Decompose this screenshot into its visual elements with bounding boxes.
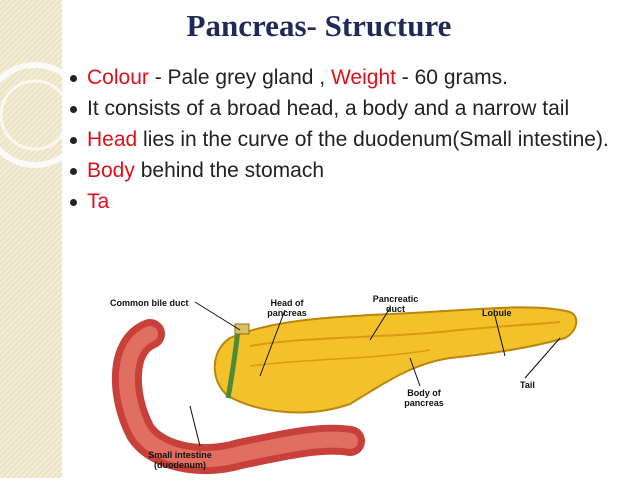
band-divider (62, 0, 64, 478)
colour-label: Colour (87, 66, 149, 89)
label-pancreatic-duct: Pancreatic duct (372, 294, 419, 314)
pancreas-drawing (111, 301, 578, 475)
left-decorative-band (0, 0, 62, 478)
tail-label: Ta (87, 190, 110, 213)
colour-text: - Pale grey gland , (148, 66, 331, 89)
body-text: behind the stomach (134, 159, 324, 182)
consists-text: It consists of a broad head, a body and … (87, 97, 570, 120)
label-lobule: Lobule (482, 308, 512, 318)
head-label: Head (87, 128, 138, 151)
bullet-list: Colour - Pale grey gland , Weight - 60 g… (70, 64, 630, 219)
head-text: lies in the curve of the duodenum(Small … (137, 128, 609, 151)
bullet-tail: Ta (70, 188, 630, 215)
bullet-consists: It consists of a broad head, a body and … (70, 95, 630, 122)
label-small-intestine: Small intestine (duodenum) (148, 450, 212, 470)
decorative-circles (0, 62, 88, 168)
pancreas-illustration: Common bile duct Head of pancreas Pancre… (110, 286, 638, 478)
slide-title: Pancreas- Structure (186, 8, 452, 43)
label-common-bile-duct: Common bile duct (110, 298, 189, 308)
weight-label: Weight (330, 66, 396, 89)
weight-text: - 60 grams. (395, 66, 509, 89)
bullet-colour-weight: Colour - Pale grey gland , Weight - 60 g… (70, 64, 630, 91)
label-head-of-pancreas: Head of pancreas (267, 298, 307, 318)
label-tail: Tail (520, 380, 535, 390)
body-label: Body (87, 159, 135, 182)
bullet-body: Body behind the stomach (70, 157, 630, 184)
bullet-head: Head lies in the curve of the duodenum(S… (70, 126, 630, 153)
label-body-of-pancreas: Body of pancreas (404, 388, 444, 408)
